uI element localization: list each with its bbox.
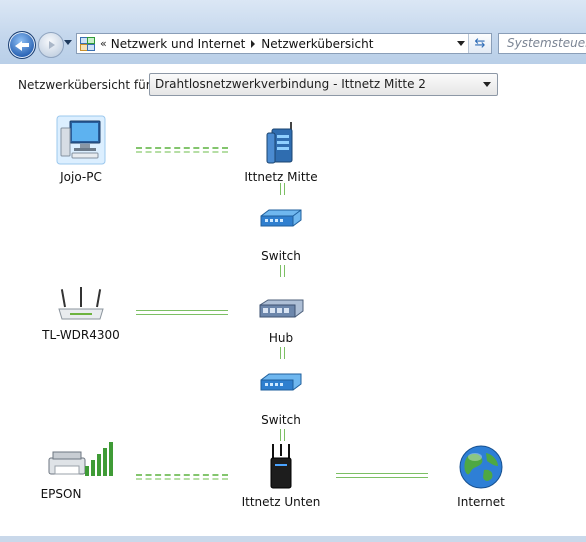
refresh-button[interactable]: ⇆ [468, 34, 491, 53]
forward-button[interactable] [38, 32, 64, 58]
printer-icon [48, 442, 113, 476]
globe-icon [459, 445, 503, 489]
node-label: Internet [457, 495, 505, 509]
node-label: Jojo-PC [60, 170, 102, 184]
breadcrumb-arrow-icon[interactable] [251, 39, 256, 48]
breadcrumb-overflow[interactable]: « [100, 37, 107, 50]
node-label: EPSON [40, 487, 82, 501]
breadcrumb-netzwerkuebersicht[interactable]: Netzwerkübersicht [261, 36, 374, 51]
link-tl-wdr4300-hub [136, 310, 228, 315]
wireless-link-jojo-pc [136, 147, 228, 153]
node-hub[interactable]: Hub [221, 298, 341, 345]
chevron-down-icon [483, 82, 491, 87]
node-label: Switch [261, 413, 301, 427]
node-epson[interactable]: EPSON [21, 442, 141, 501]
node-ittnetz-mitte[interactable]: Ittnetz Mitte [221, 121, 341, 184]
node-label: Ittnetz Mitte [244, 170, 318, 184]
network-selector-value: Drahtlosnetzwerkverbindung - Ittnetz Mit… [155, 77, 426, 91]
node-label: TL-WDR4300 [42, 328, 120, 342]
link-switch-ittnetz-unten [280, 429, 285, 441]
node-switch-1[interactable]: Switch [221, 208, 341, 263]
link-ittnetz-unten-internet [336, 473, 428, 478]
computer-icon [56, 115, 106, 165]
node-label: Ittnetz Unten [241, 495, 321, 509]
window-toolbar: « Netzwerk und Internet Netzwerkübersich… [0, 0, 586, 64]
node-ittnetz-unten[interactable]: Ittnetz Unten [221, 444, 341, 509]
wireless-router-icon [270, 444, 292, 489]
network-selector-dropdown[interactable]: Drahtlosnetzwerkverbindung - Ittnetz Mit… [149, 73, 498, 96]
router-icon [58, 287, 104, 320]
link-ittnetz-mitte-switch [280, 183, 285, 195]
search-input[interactable]: Systemsteuerung durchsuchen [498, 33, 586, 54]
link-switch-hub [280, 265, 285, 277]
wireless-access-point-icon [266, 122, 293, 164]
node-label: Switch [261, 249, 301, 263]
breadcrumb-netzwerk-und-internet[interactable]: Netzwerk und Internet [110, 36, 246, 51]
node-tl-wdr4300[interactable]: TL-WDR4300 [21, 287, 141, 342]
switch-icon [260, 209, 302, 227]
node-label: Hub [268, 331, 294, 345]
switch-icon [260, 373, 302, 391]
wireless-link-epson [136, 474, 228, 480]
link-hub-switch [280, 347, 285, 359]
recent-pages-dropdown[interactable] [64, 40, 72, 45]
network-selector-label: Netzwerkübersicht für [18, 78, 151, 92]
hub-icon [259, 299, 304, 318]
back-button[interactable] [8, 31, 36, 59]
address-dropdown-icon[interactable] [457, 41, 465, 46]
node-jojo-pc[interactable]: Jojo-PC [21, 115, 141, 184]
node-internet[interactable]: Internet [421, 444, 541, 509]
window-bottom-edge [0, 536, 586, 542]
address-bar[interactable]: « Netzwerk und Internet Netzwerkübersich… [76, 33, 492, 54]
control-panel-icon [80, 36, 96, 51]
node-switch-2[interactable]: Switch [221, 372, 341, 427]
